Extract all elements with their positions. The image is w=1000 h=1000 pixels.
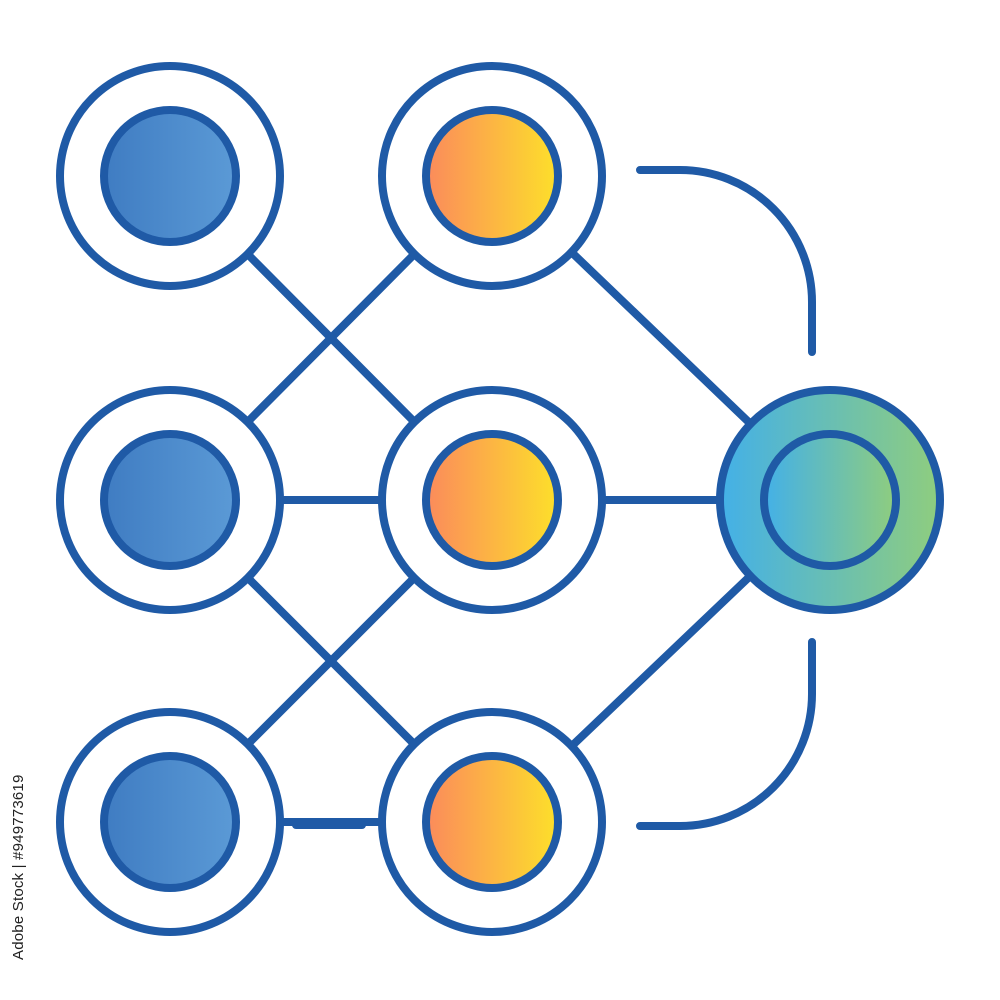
input-node-1 bbox=[56, 62, 284, 290]
hidden-node-3-inner-circle bbox=[422, 752, 562, 892]
hidden-node-2 bbox=[378, 386, 606, 614]
hidden-node-2-inner-circle bbox=[422, 430, 562, 570]
bracket-top bbox=[636, 166, 816, 356]
hidden-node-3 bbox=[378, 708, 606, 936]
bracket-bottom bbox=[636, 638, 816, 830]
hidden-node-1 bbox=[378, 62, 606, 290]
connections bbox=[246, 250, 752, 829]
connection-input-node-3-hidden-node-2 bbox=[246, 576, 416, 746]
stock-id-label: Adobe Stock | #949773619 bbox=[10, 774, 27, 960]
output-node bbox=[716, 386, 944, 614]
hidden-node-1-inner-circle bbox=[422, 106, 562, 246]
input-node-3-inner-circle bbox=[100, 752, 240, 892]
nodes bbox=[56, 62, 944, 936]
output-node-inner-circle bbox=[760, 430, 900, 570]
output-brackets bbox=[636, 166, 816, 830]
input-node-1-inner-circle bbox=[100, 106, 240, 246]
input-node-2 bbox=[56, 386, 284, 614]
input-node-2-inner-circle bbox=[100, 430, 240, 570]
connection-hidden-node-1-output-node bbox=[570, 250, 752, 426]
input-node-3 bbox=[56, 708, 284, 936]
connection-input-node-2-hidden-node-1 bbox=[246, 252, 416, 424]
connection-hidden-node-3-output-node bbox=[570, 574, 752, 748]
